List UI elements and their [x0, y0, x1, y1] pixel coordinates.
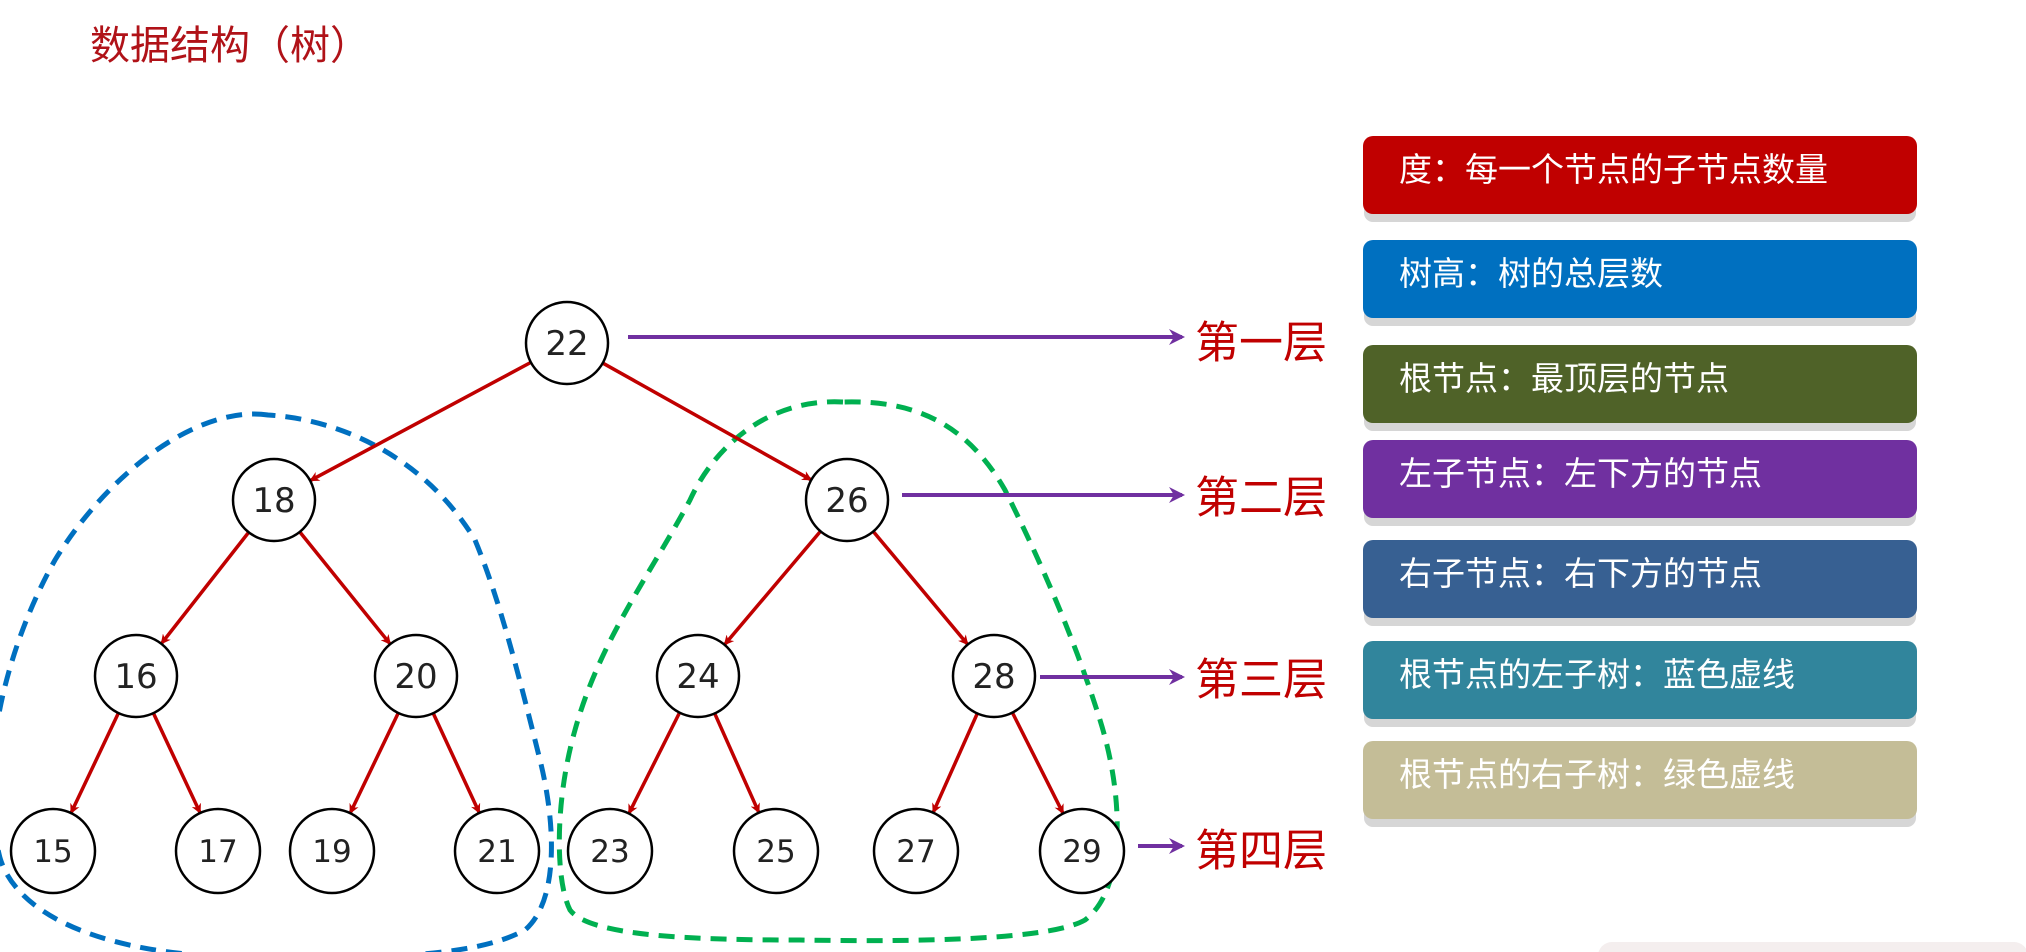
tree-node-24: 24 — [655, 633, 741, 719]
legend-text: 右子节点：右下方的节点 — [1399, 554, 1762, 593]
tree-edge-n26-n28 — [871, 530, 969, 646]
tree-edge-n24-n25 — [713, 712, 761, 814]
tree-node-label: 28 — [972, 657, 1015, 697]
left-subtree-outline — [0, 411, 554, 952]
legend-text: 根节点的左子树：蓝色虚线 — [1399, 655, 1795, 694]
page-title: 数据结构（树） — [90, 23, 370, 69]
legend-text: 度：每一个节点的子节点数量 — [1399, 150, 1828, 189]
right-subtree-outline — [556, 399, 1120, 944]
legend-box-4: 左子节点：左下方的节点 — [1363, 440, 1917, 518]
level-label-3: 第三层 — [1195, 655, 1327, 706]
tree-edge-n28-n29 — [1010, 711, 1065, 815]
tree-node-25: 25 — [732, 807, 820, 895]
tree-node-21: 21 — [453, 807, 541, 895]
tree-node-circle — [566, 807, 654, 895]
tree-node-20: 20 — [373, 633, 459, 719]
tree-node-label: 18 — [252, 481, 295, 521]
tree-node-label: 25 — [756, 834, 795, 870]
tree-node-label: 15 — [33, 834, 72, 870]
tree-node-circle — [174, 807, 262, 895]
tree-node-circle — [524, 300, 610, 386]
tree-node-18: 18 — [231, 457, 317, 543]
tree-node-19: 19 — [288, 807, 376, 895]
legend-text: 根节点的右子树：绿色虚线 — [1399, 755, 1795, 794]
tree-node-23: 23 — [566, 807, 654, 895]
tree-node-label: 24 — [676, 657, 719, 697]
level-label-1: 第一层 — [1195, 318, 1327, 369]
legend-text: 左子节点：左下方的节点 — [1399, 454, 1762, 493]
bottom-tab — [1598, 942, 2026, 952]
legend-text: 树高：树的总层数 — [1399, 254, 1663, 293]
tree-edge-n16-n17 — [151, 712, 202, 814]
legend-box-3: 根节点：最顶层的节点 — [1363, 345, 1917, 423]
tree-node-15: 15 — [9, 807, 97, 895]
tree-node-label: 26 — [825, 481, 868, 521]
tree-edge-n20-n21 — [431, 712, 481, 814]
tree-node-label: 27 — [896, 834, 935, 870]
tree-node-circle — [231, 457, 317, 543]
tree-edge-n22-n18 — [309, 360, 532, 482]
tree-node-circle — [9, 807, 97, 895]
tree-node-circle — [93, 633, 179, 719]
tree-node-label: 23 — [590, 834, 629, 870]
tree-node-label: 29 — [1062, 834, 1101, 870]
tree-node-label: 20 — [394, 657, 437, 697]
tree-node-circle — [872, 807, 960, 895]
tree-node-circle — [655, 633, 741, 719]
tree-node-label: 19 — [312, 834, 351, 870]
tree-node-22: 22 — [524, 300, 610, 386]
legend-box-6: 根节点的左子树：蓝色虚线 — [1363, 641, 1917, 719]
tree-node-circle — [804, 457, 890, 543]
legend-text: 根节点：最顶层的节点 — [1399, 359, 1729, 398]
tree-node-circle — [951, 633, 1037, 719]
tree-edge-n18-n20 — [298, 530, 391, 645]
tree-node-label: 21 — [477, 834, 516, 870]
tree-edge-n16-n15 — [69, 712, 121, 814]
tree-edge-n28-n27 — [931, 712, 979, 814]
tree-edge-n26-n24 — [723, 530, 822, 646]
tree-node-circle — [1038, 807, 1126, 895]
tree-node-circle — [373, 633, 459, 719]
tree-edge-n24-n23 — [627, 711, 682, 815]
tree-node-17: 17 — [174, 807, 262, 895]
tree-node-28: 28 — [951, 633, 1037, 719]
tree-edge-n20-n19 — [349, 712, 400, 815]
tree-node-29: 29 — [1038, 807, 1126, 895]
tree-node-26: 26 — [804, 457, 890, 543]
legend-box-2: 树高：树的总层数 — [1363, 240, 1917, 318]
tree-node-label: 17 — [198, 834, 237, 870]
tree-node-label: 16 — [114, 657, 157, 697]
legend-box-7: 根节点的右子树：绿色虚线 — [1363, 741, 1917, 819]
tree-node-circle — [732, 807, 820, 895]
tree-node-27: 27 — [872, 807, 960, 895]
legend-box-1: 度：每一个节点的子节点数量 — [1363, 136, 1917, 214]
tree-node-circle — [453, 807, 541, 895]
tree-node-label: 22 — [545, 324, 588, 364]
tree-edge-n22-n26 — [601, 361, 813, 481]
tree-edge-n18-n16 — [160, 531, 251, 645]
tree-node-circle — [288, 807, 376, 895]
legend-box-5: 右子节点：右下方的节点 — [1363, 540, 1917, 618]
level-label-2: 第二层 — [1195, 473, 1327, 524]
tree-node-16: 16 — [93, 633, 179, 719]
level-label-4: 第四层 — [1195, 826, 1327, 877]
